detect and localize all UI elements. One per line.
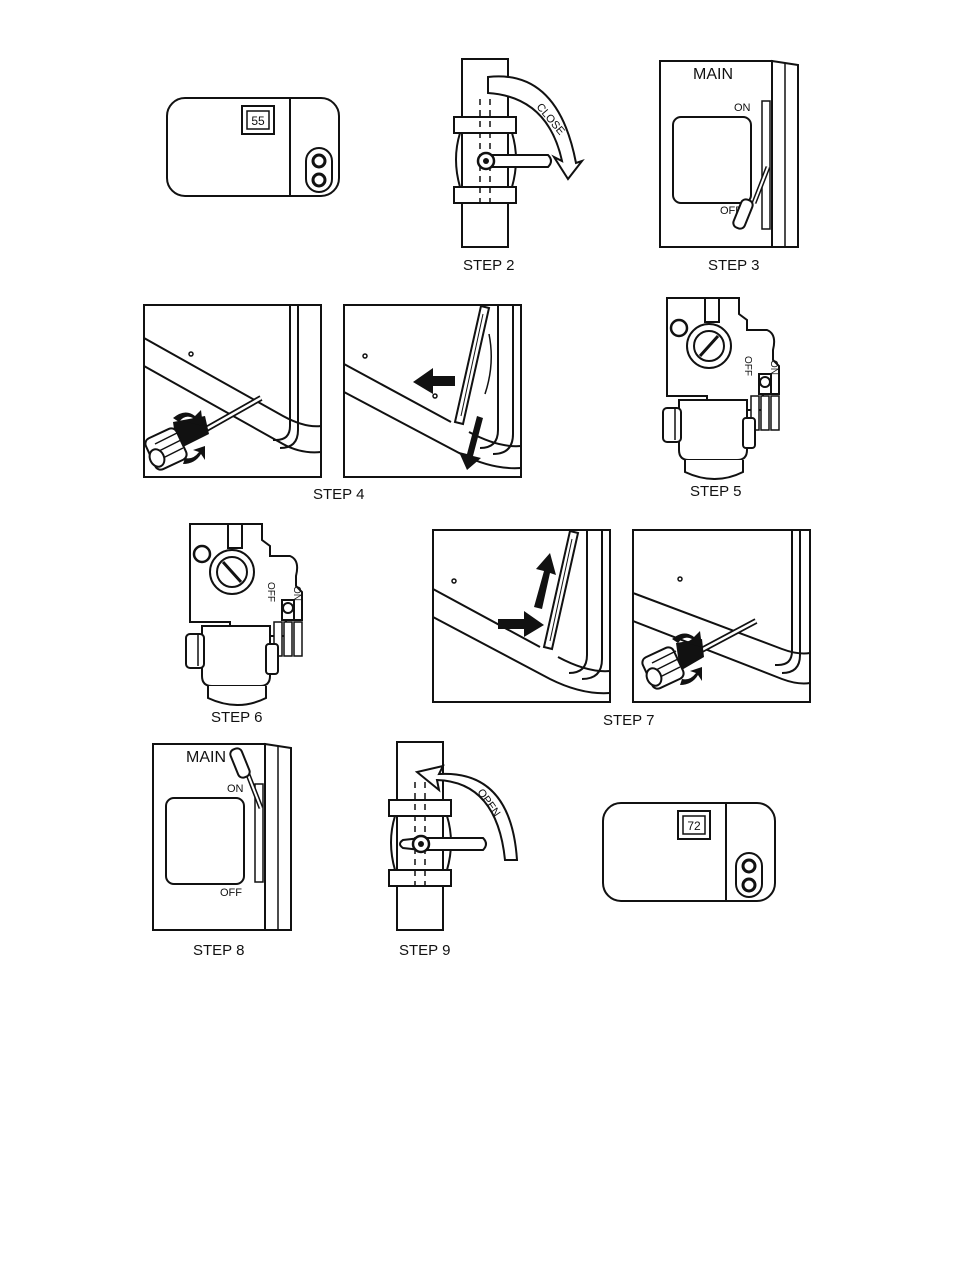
gas-valve-open-illustration: OPEN — [385, 738, 525, 933]
step-6-control-off-label: OFF — [265, 582, 276, 602]
main-switch-off-illustration: MAIN ON OFF — [655, 57, 805, 252]
step-5-caption: STEP 5 — [690, 483, 741, 500]
step-5-gas-control-illustration: OFF ON — [655, 290, 790, 480]
step-6-gas-control-illustration: OFF ON — [178, 516, 313, 706]
step-2-caption: STEP 2 — [463, 257, 514, 274]
step-7-replace-panel-illustration — [432, 529, 612, 705]
step-7-caption: STEP 7 — [603, 712, 654, 729]
gas-valve-close-illustration: CLOSE — [450, 55, 590, 250]
step-4-caption: STEP 4 — [313, 486, 364, 503]
step-3-caption: STEP 3 — [708, 257, 759, 274]
main-switch-on-illustration: MAIN ON OFF — [148, 740, 298, 935]
thermostat-low-illustration: 55 — [160, 92, 350, 202]
step-6-caption: STEP 6 — [211, 709, 262, 726]
step-6-control-on-label: ON — [291, 586, 302, 601]
thermostat-reading: 55 — [251, 114, 265, 128]
step-5-control-off-label: OFF — [742, 356, 753, 376]
step-4-unscrew-panel-illustration — [143, 304, 323, 480]
step-8-caption: STEP 8 — [193, 942, 244, 959]
step-5-control-on-label: ON — [768, 360, 779, 375]
step-4-remove-panel-illustration — [343, 304, 523, 480]
step-7-screw-panel-illustration — [632, 529, 812, 705]
main-switch-title: MAIN — [186, 749, 226, 766]
thermostat-high-illustration: 72 — [596, 797, 786, 907]
main-switch-title: MAIN — [693, 66, 733, 83]
main-switch-off-label: OFF — [220, 887, 242, 899]
main-switch-on-label: ON — [227, 783, 244, 795]
main-switch-on-label: ON — [734, 102, 751, 114]
step-9-caption: STEP 9 — [399, 942, 450, 959]
thermostat-reading: 72 — [687, 819, 701, 833]
